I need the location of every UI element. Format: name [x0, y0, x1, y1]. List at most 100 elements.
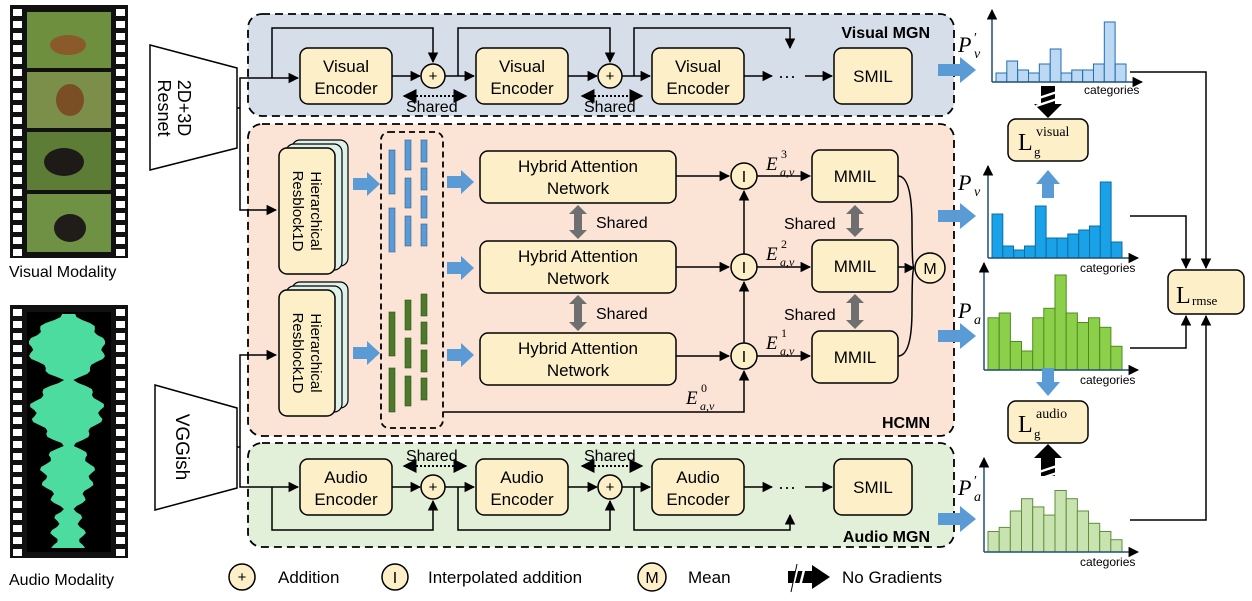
pvp-sub: v — [974, 47, 981, 62]
film-hole — [116, 525, 125, 532]
han-3-line1: Hybrid Attention — [518, 339, 638, 358]
histogram-bar — [1065, 312, 1078, 371]
histogram-bar — [1021, 498, 1034, 553]
visual-encoder-1: Visual Encoder — [299, 47, 393, 105]
film-hole — [116, 345, 125, 352]
film-hole — [13, 21, 22, 28]
audio-backbone-label: VGGish — [171, 414, 192, 481]
feature-bar-visual — [404, 177, 412, 209]
feature-bar-audio — [420, 321, 428, 345]
blue-arrow-han-2 — [447, 256, 474, 280]
histogram-bar — [1021, 350, 1034, 371]
han-1-line2: Network — [547, 179, 610, 198]
histogram-bar — [1114, 63, 1127, 83]
histogram-bar — [1060, 72, 1073, 83]
audio-waveform — [29, 314, 105, 548]
p-a-prime-label: P ′ a — [957, 474, 981, 505]
film-hole — [116, 417, 125, 424]
loss-visual-base: L — [1018, 130, 1033, 156]
loss-audio-sub: g — [1034, 426, 1041, 441]
loss-rmse-sub: rmse — [1192, 293, 1218, 308]
feature-bar-audio — [404, 337, 412, 369]
film-hole — [13, 477, 22, 484]
audio-modality-label: Audio Modality — [9, 572, 114, 589]
visual-encoder-2-line2: Encoder — [490, 79, 554, 98]
audio-resblock-line2: Resblock1D — [289, 313, 306, 394]
histogram-bar — [1054, 490, 1067, 553]
film-hole — [13, 369, 22, 376]
feature-bar-audio — [420, 377, 428, 401]
film-hole — [116, 153, 125, 160]
visual-encoder-3-line2: Encoder — [666, 79, 730, 98]
mmil-box-2: MMIL — [811, 239, 899, 293]
histogram-bar — [1103, 21, 1116, 83]
film-hole — [116, 81, 125, 88]
film-hole — [13, 141, 22, 148]
feature-bar-visual — [404, 215, 412, 247]
visual-resblock-line1: Hierarchical — [307, 171, 324, 250]
visual-encoder-1-line1: Visual — [323, 57, 369, 76]
histogram-bar — [1045, 237, 1058, 259]
visual-mgn: Visual Encoder Visual Encoder Visual Enc… — [271, 27, 913, 116]
audio-encoder-2-line1: Audio — [500, 468, 543, 487]
blue-arrow-pv-prime — [938, 57, 976, 83]
blue-arrow-pv — [938, 203, 976, 229]
categories-label-2: categories — [1080, 261, 1135, 275]
film-hole — [13, 81, 22, 88]
audio-encoder-3-line2: Encoder — [666, 490, 730, 509]
film-hole — [116, 117, 125, 124]
histogram-audio-prime — [978, 456, 1140, 558]
blue-arrow-han-1 — [447, 170, 474, 194]
film-hole — [116, 477, 125, 484]
legend-mean-symbol: M — [645, 570, 658, 587]
hcmn-title: HCMN — [882, 415, 930, 432]
histogram-bar — [1110, 241, 1123, 259]
feature-bar-audio — [404, 299, 412, 331]
legend-addition-label: Addition — [278, 568, 339, 587]
visual-resblock-line2: Resblock1D — [289, 171, 306, 252]
audio-encoder-1-line1: Audio — [324, 468, 367, 487]
feature-bar-visual — [420, 195, 428, 219]
audio-encoder-3-line1: Audio — [676, 468, 719, 487]
loss-visual-sub: g — [1034, 144, 1041, 159]
film-hole — [13, 129, 22, 136]
han-box-2: Hybrid Attention Network — [479, 240, 677, 294]
film-hole — [13, 225, 22, 232]
histogram-bar — [1110, 539, 1123, 553]
pap-prime: ′ — [974, 474, 977, 489]
feature-bar-visual — [388, 207, 396, 253]
interp-node-3: I — [730, 342, 758, 370]
e0-sub: a,v — [700, 399, 715, 413]
audio-encoder-2-line2: Encoder — [490, 490, 554, 509]
interp-node-2: I — [730, 253, 758, 281]
visual-smil-label: SMIL — [853, 67, 893, 86]
histograms — [978, 8, 1144, 558]
histogram-bar — [1024, 245, 1036, 259]
visual-shared-label-1: Shared — [406, 99, 458, 116]
histogram-visual-prime — [986, 8, 1144, 88]
film-hole — [116, 309, 125, 316]
categories-label-1: categories — [1084, 83, 1139, 97]
visual-backbone: 2D+3D Resnet — [149, 44, 238, 171]
film-hole — [13, 165, 22, 172]
feature-bar-audio — [404, 375, 412, 407]
rmse-connectors — [1130, 71, 1212, 521]
film-hole — [116, 513, 125, 520]
film-hole — [116, 405, 125, 412]
histogram-bar — [1017, 69, 1030, 83]
audio-resblock-line1: Hierarchical — [307, 313, 324, 392]
loss-audio-box: L g audio — [1007, 400, 1089, 444]
film-hole — [116, 357, 125, 364]
film-hole — [116, 465, 125, 472]
mmil-shared-label-1: Shared — [784, 216, 836, 233]
feature-pyramid-box — [380, 131, 444, 429]
visual-encoder-3-line1: Visual — [675, 57, 721, 76]
film-hole — [13, 177, 22, 184]
histogram-bar — [1054, 274, 1067, 371]
e2-base: E — [765, 244, 778, 265]
histogram-bar — [1099, 326, 1112, 371]
legend-addition-icon — [228, 563, 256, 591]
visual-encoder-1-line2: Encoder — [314, 79, 378, 98]
visual-encoder-2: Visual Encoder — [475, 47, 569, 105]
